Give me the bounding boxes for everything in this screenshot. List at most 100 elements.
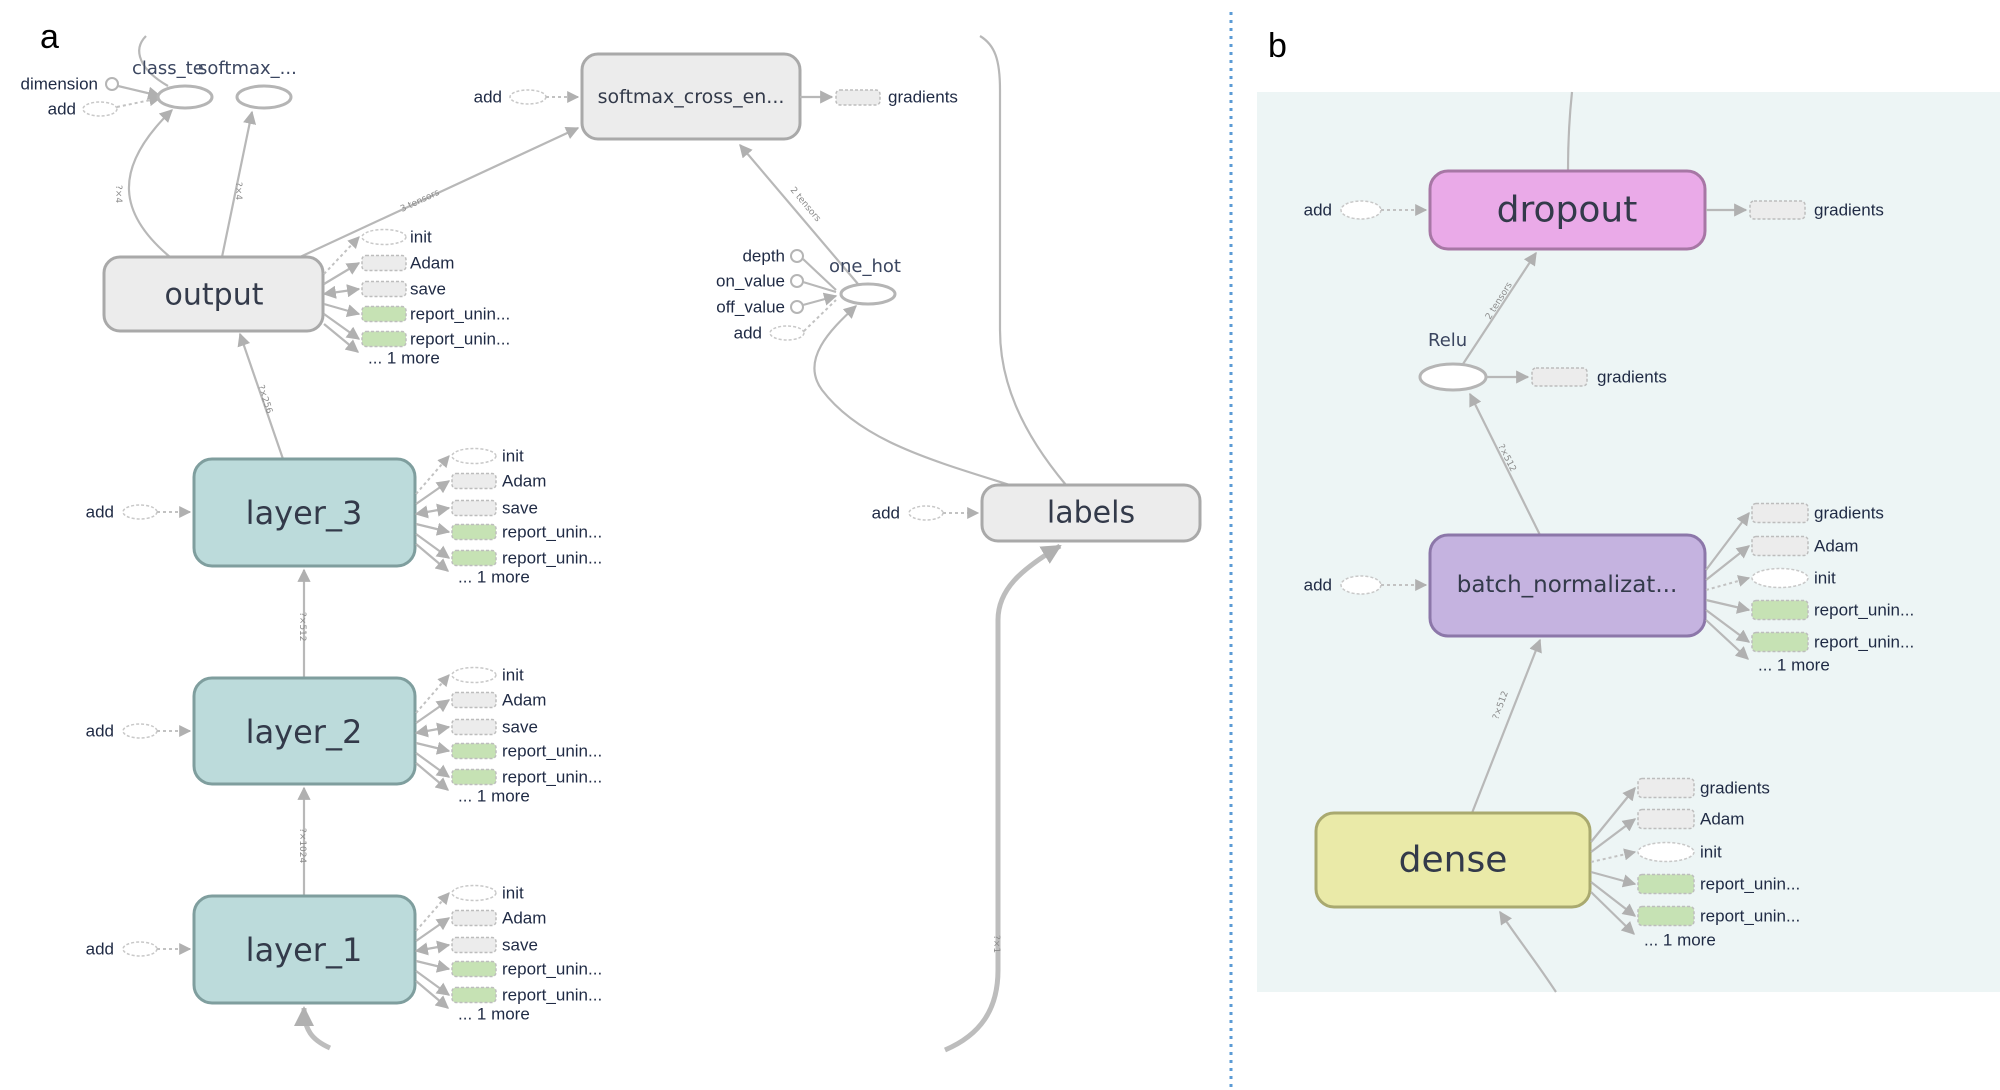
- edge-aux: [415, 752, 451, 778]
- more-label[interactable]: ... 1 more: [458, 1005, 530, 1024]
- summary-aux-node[interactable]: [451, 523, 497, 541]
- init-aux-node[interactable]: [1751, 567, 1809, 589]
- dense-node[interactable]: [1314, 811, 1592, 909]
- off-value-const-node[interactable]: [790, 300, 804, 314]
- edge-relu-to-dropout: [1462, 251, 1537, 365]
- labels-node[interactable]: [980, 483, 1202, 543]
- add-label: add: [86, 722, 114, 741]
- add-aux-node[interactable]: [1340, 200, 1382, 220]
- aux-node[interactable]: [451, 718, 497, 736]
- gradients-aux-node[interactable]: [835, 89, 881, 106]
- edge-aux: [415, 455, 450, 495]
- aux-node[interactable]: [451, 936, 497, 954]
- add-aux-node[interactable]: [82, 101, 118, 117]
- on-value-const-node[interactable]: [790, 274, 804, 288]
- summary-aux-node[interactable]: [451, 986, 497, 1004]
- edge-output-to-class: [127, 109, 173, 258]
- add-aux-node[interactable]: [122, 941, 158, 957]
- aux-output-label: Adam: [502, 909, 546, 928]
- summary-aux-node[interactable]: [451, 768, 497, 786]
- dropout-label: dropout: [1497, 190, 1638, 231]
- summary-aux-node[interactable]: [361, 305, 407, 323]
- summary-aux-node[interactable]: [361, 330, 407, 348]
- edge-aux: [1590, 818, 1637, 853]
- add-aux-node[interactable]: [122, 504, 158, 520]
- batch-normalization-node[interactable]: [1428, 533, 1707, 638]
- aux-node[interactable]: [451, 909, 497, 927]
- edge-label-layer3-output: ?×256: [255, 384, 274, 415]
- add-label: add: [734, 324, 762, 343]
- summary-aux-node[interactable]: [451, 960, 497, 978]
- more-label[interactable]: ... 1 more: [458, 568, 530, 587]
- summary-aux-node[interactable]: [1637, 873, 1695, 895]
- edge-aux: [1705, 511, 1750, 571]
- aux-output-label: save: [410, 280, 446, 299]
- init-aux-node[interactable]: [1637, 841, 1695, 863]
- more-label[interactable]: ... 1 more: [1644, 931, 1716, 950]
- init-aux-node[interactable]: [451, 884, 497, 902]
- aux-output-label: save: [502, 718, 538, 737]
- add-aux-node[interactable]: [509, 89, 547, 105]
- edge-label-input-labels: ?×1: [991, 935, 1001, 953]
- summary-aux-node[interactable]: [1637, 905, 1695, 927]
- edge-aux: [1705, 598, 1751, 614]
- softmax-op-node[interactable]: [235, 84, 293, 110]
- aux-output-label: Adam: [1700, 810, 1744, 829]
- aux-node[interactable]: [451, 499, 497, 517]
- add-label: add: [1304, 201, 1332, 220]
- init-aux-node[interactable]: [361, 228, 407, 246]
- dropout-node[interactable]: [1428, 169, 1707, 251]
- gradients-aux-node[interactable]: [1749, 200, 1806, 220]
- aux-node[interactable]: [1751, 502, 1809, 524]
- aux-node[interactable]: [361, 280, 407, 298]
- edge-output-to-softmax-cross: [299, 127, 580, 258]
- edge-aux: [1590, 786, 1636, 843]
- dense-label: dense: [1399, 840, 1508, 881]
- add-aux-node[interactable]: [769, 325, 805, 341]
- add-label: add: [474, 88, 502, 107]
- aux-node[interactable]: [1637, 777, 1695, 799]
- gradients-aux-node[interactable]: [1531, 367, 1588, 387]
- layer-1-label: layer_1: [246, 931, 363, 969]
- edge-top-to-class: [138, 35, 169, 87]
- summary-aux-node[interactable]: [1751, 631, 1809, 653]
- edge-more: [415, 980, 450, 1009]
- aux-node[interactable]: [451, 472, 497, 490]
- add-label: add: [872, 504, 900, 523]
- aux-output-label: Adam: [502, 472, 546, 491]
- add-aux-node[interactable]: [1340, 575, 1382, 595]
- edge-one-hot-to-softmax-cross: [739, 143, 859, 285]
- more-label[interactable]: ... 1 more: [1758, 656, 1830, 675]
- class-te-op-node[interactable]: [156, 84, 214, 110]
- aux-node[interactable]: [361, 254, 407, 272]
- summary-aux-node[interactable]: [451, 549, 497, 567]
- dimension-const-node[interactable]: [105, 77, 119, 91]
- summary-aux-node[interactable]: [1751, 599, 1809, 621]
- init-aux-node[interactable]: [451, 666, 497, 684]
- aux-node[interactable]: [1637, 808, 1695, 830]
- edge-aux: [1705, 609, 1751, 643]
- edge-aux: [1705, 545, 1751, 581]
- more-label[interactable]: ... 1 more: [458, 787, 530, 806]
- batch-normalization-aux-outputs: gradientsAdaminitreport_unin...report_un…: [1705, 502, 1914, 675]
- depth-const-node[interactable]: [790, 249, 804, 263]
- edge-more: [415, 762, 450, 791]
- edge-aux: [414, 940, 451, 956]
- summary-aux-node[interactable]: [451, 742, 497, 760]
- one-hot-op-node[interactable]: [839, 282, 897, 306]
- edge-off-value: [802, 292, 838, 307]
- panel-b-letter: b: [1268, 27, 1287, 65]
- aux-node[interactable]: [1751, 535, 1809, 557]
- edge-label-layer2-layer3: ?×512: [297, 612, 307, 642]
- relu-label: Relu: [1428, 330, 1467, 351]
- add-aux-node[interactable]: [908, 505, 944, 521]
- add-aux-node[interactable]: [122, 723, 158, 739]
- aux-node[interactable]: [451, 691, 497, 709]
- relu-op-node[interactable]: [1418, 362, 1488, 392]
- edge-more: [415, 543, 450, 572]
- more-label[interactable]: ... 1 more: [368, 349, 440, 368]
- init-aux-node[interactable]: [451, 447, 497, 465]
- edge-depth: [802, 258, 837, 291]
- edge-aux: [415, 480, 451, 505]
- aux-output-label: report_unin...: [1814, 633, 1914, 652]
